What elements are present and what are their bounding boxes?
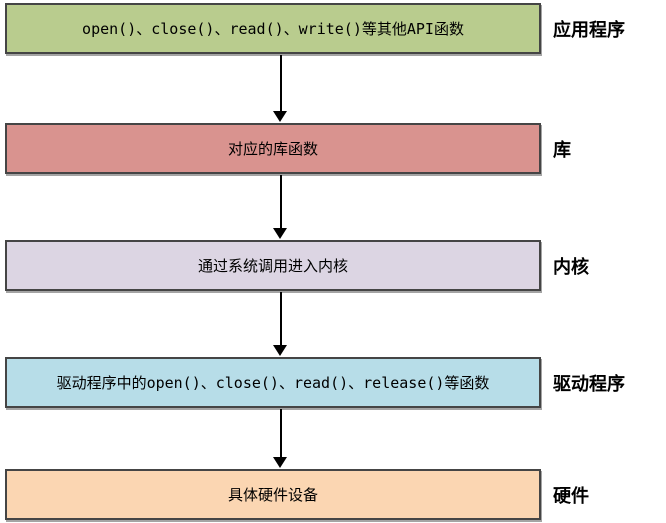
arrow-head <box>273 228 287 239</box>
kernel-layer-label: 内核 <box>553 256 589 278</box>
driver-layer-box: 驱动程序中的open()、close()、read()、release()等函数 <box>5 357 541 408</box>
hardware-layer-label: 硬件 <box>553 485 589 507</box>
application-layer-box: open()、close()、read()、write()等其他API函数 <box>5 3 541 54</box>
down-arrow-icon <box>273 175 288 239</box>
kernel-layer-text: 通过系统调用进入内核 <box>197 257 348 275</box>
arrow-line <box>280 409 282 459</box>
application-layer-label: 应用程序 <box>553 19 625 41</box>
library-layer-label: 库 <box>553 139 571 161</box>
arrow-head <box>273 457 287 468</box>
application-layer-text: open()、close()、read()、write()等其他API函数 <box>82 20 464 38</box>
driver-layer-label: 驱动程序 <box>553 373 625 395</box>
arrow-head <box>273 111 287 122</box>
down-arrow-icon <box>273 409 288 468</box>
arrow-line <box>280 292 282 347</box>
library-layer-text: 对应的库函数 <box>227 140 318 158</box>
kernel-layer-box: 通过系统调用进入内核 <box>5 240 541 291</box>
hardware-layer-box: 具体硬件设备 <box>5 469 541 520</box>
hardware-layer-text: 具体硬件设备 <box>227 486 318 504</box>
arrow-line <box>280 175 282 230</box>
down-arrow-icon <box>273 55 288 122</box>
down-arrow-icon <box>273 292 288 356</box>
library-layer-box: 对应的库函数 <box>5 123 541 174</box>
arrow-line <box>280 55 282 113</box>
driver-layer-text: 驱动程序中的open()、close()、read()、release()等函数 <box>56 374 490 392</box>
arrow-head <box>273 345 287 356</box>
